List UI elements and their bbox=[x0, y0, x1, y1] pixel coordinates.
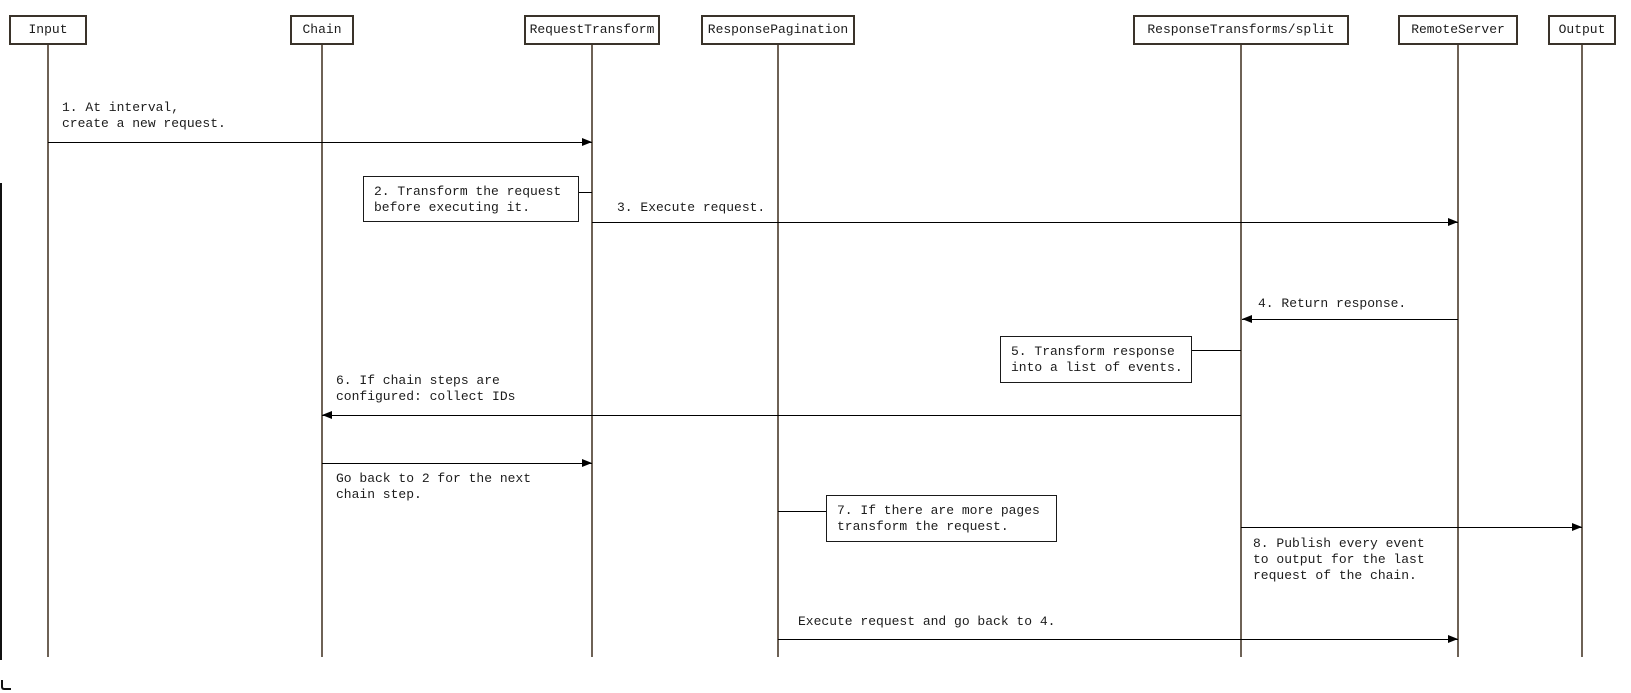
arrowhead-right bbox=[1572, 523, 1582, 531]
note-7-connector bbox=[778, 511, 826, 512]
bottom-left-artifact bbox=[1, 680, 11, 690]
actor-label-output: Output bbox=[1558, 22, 1606, 37]
lifeline-remote-server bbox=[1457, 45, 1459, 657]
actor-label-request-transform: RequestTransform bbox=[529, 22, 655, 37]
left-edge-artifact bbox=[0, 183, 2, 660]
arrowhead-left bbox=[322, 411, 332, 419]
arrowhead-right bbox=[582, 138, 592, 146]
actor-box-remote-server: RemoteServer bbox=[1398, 15, 1518, 45]
actor-box-request-transform: RequestTransform bbox=[524, 15, 660, 45]
actor-box-response-pagination: ResponsePagination bbox=[701, 15, 855, 45]
note-5-box: 5. Transform response into a list of eve… bbox=[1000, 336, 1192, 383]
message-execute-again-label: Execute request and go back to 4. bbox=[798, 614, 1056, 629]
message-execute-again-arrow bbox=[778, 635, 1458, 643]
message-8-arrow bbox=[1241, 523, 1582, 531]
message-3-label: 3. Execute request. bbox=[617, 200, 766, 215]
message-1-label: 1. At interval, create a new request. bbox=[62, 100, 226, 131]
lifeline-request-transform bbox=[591, 45, 593, 657]
message-6-arrow bbox=[322, 411, 1241, 419]
lifeline-response-transforms-split bbox=[1240, 45, 1242, 657]
message-1-arrow bbox=[48, 138, 592, 146]
message-3-arrow bbox=[592, 218, 1458, 226]
actor-box-output: Output bbox=[1548, 15, 1616, 45]
actor-label-response-transforms-split: ResponseTransforms/split bbox=[1147, 22, 1335, 37]
message-goback-label: Go back to 2 for the next chain step. bbox=[336, 471, 532, 502]
actor-box-chain: Chain bbox=[290, 15, 354, 45]
lifeline-chain bbox=[321, 45, 323, 657]
message-4-arrow bbox=[1242, 315, 1458, 323]
message-6-label: 6. If chain steps are configured: collec… bbox=[336, 373, 516, 404]
actor-label-input: Input bbox=[28, 22, 68, 37]
lifeline-response-pagination bbox=[777, 45, 779, 657]
message-goback-arrow bbox=[322, 459, 592, 467]
actor-label-chain: Chain bbox=[302, 22, 342, 37]
arrowhead-right bbox=[1448, 635, 1458, 643]
actor-label-remote-server: RemoteServer bbox=[1411, 22, 1505, 37]
note-2-box: 2. Transform the request before executin… bbox=[363, 176, 579, 222]
actor-box-response-transforms-split: ResponseTransforms/split bbox=[1133, 15, 1349, 45]
message-8-label: 8. Publish every event to output for the… bbox=[1253, 536, 1425, 583]
note-2-connector bbox=[579, 192, 592, 193]
actor-label-response-pagination: ResponsePagination bbox=[707, 22, 849, 37]
actor-box-input: Input bbox=[9, 15, 87, 45]
note-7-box: 7. If there are more pages transform the… bbox=[826, 495, 1057, 542]
note-5-connector bbox=[1192, 350, 1241, 351]
note-7-text: 7. If there are more pages transform the… bbox=[837, 503, 1040, 534]
note-5-text: 5. Transform response into a list of eve… bbox=[1011, 344, 1183, 375]
note-2-text: 2. Transform the request before executin… bbox=[374, 184, 562, 215]
lifeline-output bbox=[1581, 45, 1583, 657]
arrowhead-right bbox=[582, 459, 592, 467]
arrowhead-left bbox=[1242, 315, 1252, 323]
message-4-label: 4. Return response. bbox=[1258, 296, 1407, 311]
lifeline-input bbox=[47, 45, 49, 657]
arrowhead-right bbox=[1448, 218, 1458, 226]
